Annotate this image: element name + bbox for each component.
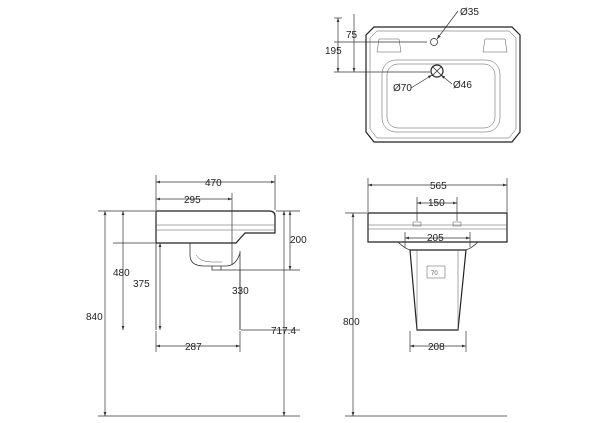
dim-200: 200 [290,235,307,246]
dim-150: 150 [428,198,445,209]
front-view: 470 295 200 480 375 330 840 717.4 287 [86,175,307,417]
dim-208: 208 [428,342,445,353]
basin-side-outline [367,212,508,243]
dim-840: 840 [86,312,103,323]
dim-800: 800 [343,317,360,328]
dim-70-side: 70 [431,271,438,277]
basin-front-bowl [189,243,241,267]
dim-205: 205 [427,233,444,244]
basin-plan-bowl [381,59,501,133]
dim-717-4: 717.4 [271,326,296,337]
right-deck-platform [482,38,508,53]
dim-75: 75 [346,30,358,41]
dim-470: 470 [205,178,222,189]
dim-287: 287 [185,342,202,353]
left-deck-platform [376,38,402,53]
basin-plan-bowl-inner [386,63,496,129]
trap-side [426,265,446,279]
dim-565: 565 [430,181,447,192]
dim-295: 295 [184,195,201,206]
dim-375: 375 [133,279,150,290]
tap-hole-right-side [452,221,462,227]
tap-hole-left-side [412,221,422,227]
pedestal-side [409,249,467,331]
dim-d46: Ø46 [453,80,472,91]
basin-plan-outline [365,26,521,143]
dim-d70: Ø70 [393,83,412,94]
waste-outlet-outer [430,64,444,78]
top-view: 75 195 Ø35 Ø70 Ø46 [325,7,521,143]
trap-front [211,266,240,271]
dim-195: 195 [325,46,342,57]
basin-front-outline [155,210,276,244]
tap-hole [430,38,438,46]
dim-330: 330 [232,286,249,297]
dim-d35: Ø35 [460,7,479,18]
basin-plan-rim-inner [369,30,517,139]
waste-outlet-cross [431,65,443,77]
dim-480: 480 [113,268,130,279]
side-view: 70 565 150 205 800 208 [343,178,508,417]
